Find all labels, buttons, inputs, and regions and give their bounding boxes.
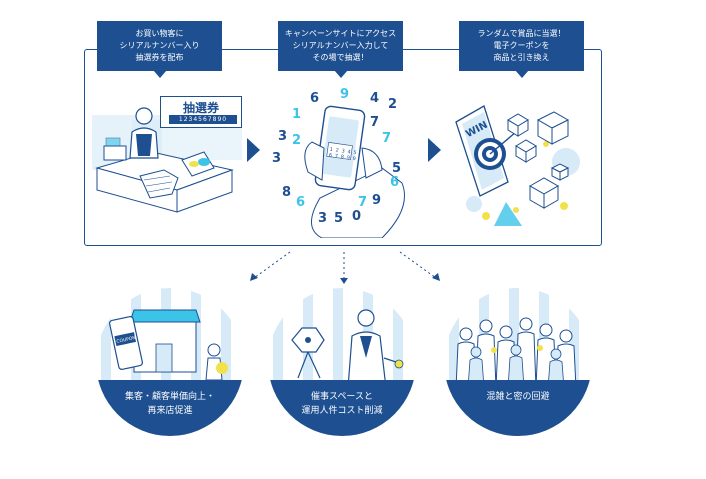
- step-arrow-1: [247, 138, 260, 162]
- digit-14: 3: [318, 211, 327, 226]
- benefit-connectors: [250, 251, 440, 284]
- ticket-title: 抽選券: [182, 101, 219, 115]
- keypad-row-2: 6 7 8 9 0: [328, 153, 356, 163]
- step-2-line-1: キャンペーンサイトにアクセス: [284, 29, 397, 38]
- step-1-line-1: お買い物客に: [135, 29, 184, 38]
- benefit-circle-3: 混雑と密の回避: [444, 288, 592, 436]
- step-3-line-2: 電子クーポンを: [493, 41, 550, 50]
- event-space-illustration: [273, 288, 404, 388]
- digit-12: 6: [390, 175, 399, 190]
- digit-6: 3: [278, 129, 287, 144]
- digit-11: 8: [282, 185, 291, 200]
- digit-8: 2: [292, 133, 301, 148]
- digit-13: 6: [296, 195, 305, 210]
- keypad-row-1: 1 2 3 4 5: [329, 147, 357, 157]
- benefit-circle-1: COUPON 集客・顧客単価向上・ 再来店促進: [96, 288, 244, 436]
- prize-illustration: WIN: [455, 105, 580, 226]
- lottery-ticket: 抽選券 1234567890: [160, 96, 242, 128]
- phone-lottery-illustration: 6 9 4 2 1 7 3 7 2 3 5 8 6 6 3 5 0 7 9 1 …: [272, 88, 405, 238]
- coupon-label: COUPON: [116, 335, 136, 345]
- ticket-serial: 1234567890: [169, 115, 237, 124]
- digit-16: 0: [352, 209, 361, 224]
- benefit-label-3: 混雑と密の回避: [444, 380, 592, 436]
- digit-15: 5: [334, 211, 343, 226]
- digit-3: 2: [388, 97, 397, 112]
- store-coupon-illustration: COUPON: [101, 288, 231, 388]
- step-1-line-3: 抽選券を配布: [135, 53, 184, 62]
- digit-2: 4: [370, 91, 379, 106]
- benefit-1-line-2: 再来店促進: [147, 406, 193, 416]
- digit-18: 9: [372, 193, 381, 208]
- digit-4: 1: [292, 107, 301, 122]
- step-3-line-3: 商品と引き換え: [493, 53, 550, 62]
- benefit-2-line-2: 運用人件コスト削減: [301, 406, 383, 416]
- digit-0: 6: [310, 91, 319, 106]
- step-2-callout: キャンペーンサイトにアクセス シリアルナンバー入力して その場で抽選！: [278, 21, 403, 78]
- step-3-line-1: ランダムで賞品に当選！: [477, 29, 566, 38]
- step-2-line-3: その場で抽選！: [312, 53, 369, 62]
- step-3-callout: ランダムで賞品に当選！ 電子クーポンを 商品と引き換え: [459, 21, 584, 78]
- crowd-illustration: [449, 288, 579, 388]
- step-1-callout: お買い物客に シリアルナンバー入り 抽選券を配布: [97, 21, 222, 78]
- benefit-circle-2: 催事スペースと 運用人件コスト削減: [268, 288, 416, 436]
- benefit-3-line-1: 混雑と密の回避: [486, 392, 550, 402]
- digit-7: 7: [382, 131, 391, 146]
- benefit-label-2: 催事スペースと 運用人件コスト削減: [268, 380, 416, 436]
- step-arrow-2: [428, 138, 441, 162]
- benefit-2-line-1: 催事スペースと: [311, 392, 373, 402]
- digit-5: 7: [370, 115, 379, 130]
- digit-9: 3: [272, 151, 281, 166]
- digit-10: 5: [392, 161, 401, 176]
- step-1-line-2: シリアルナンバー入り: [119, 41, 200, 50]
- benefit-label-1: 集客・顧客単価向上・ 再来店促進: [96, 380, 244, 436]
- digit-17: 7: [358, 195, 367, 210]
- benefit-1-line-1: 集客・顧客単価向上・: [124, 392, 215, 402]
- step-2-line-2: シリアルナンバー入力して: [292, 41, 389, 50]
- digit-1: 9: [340, 88, 349, 102]
